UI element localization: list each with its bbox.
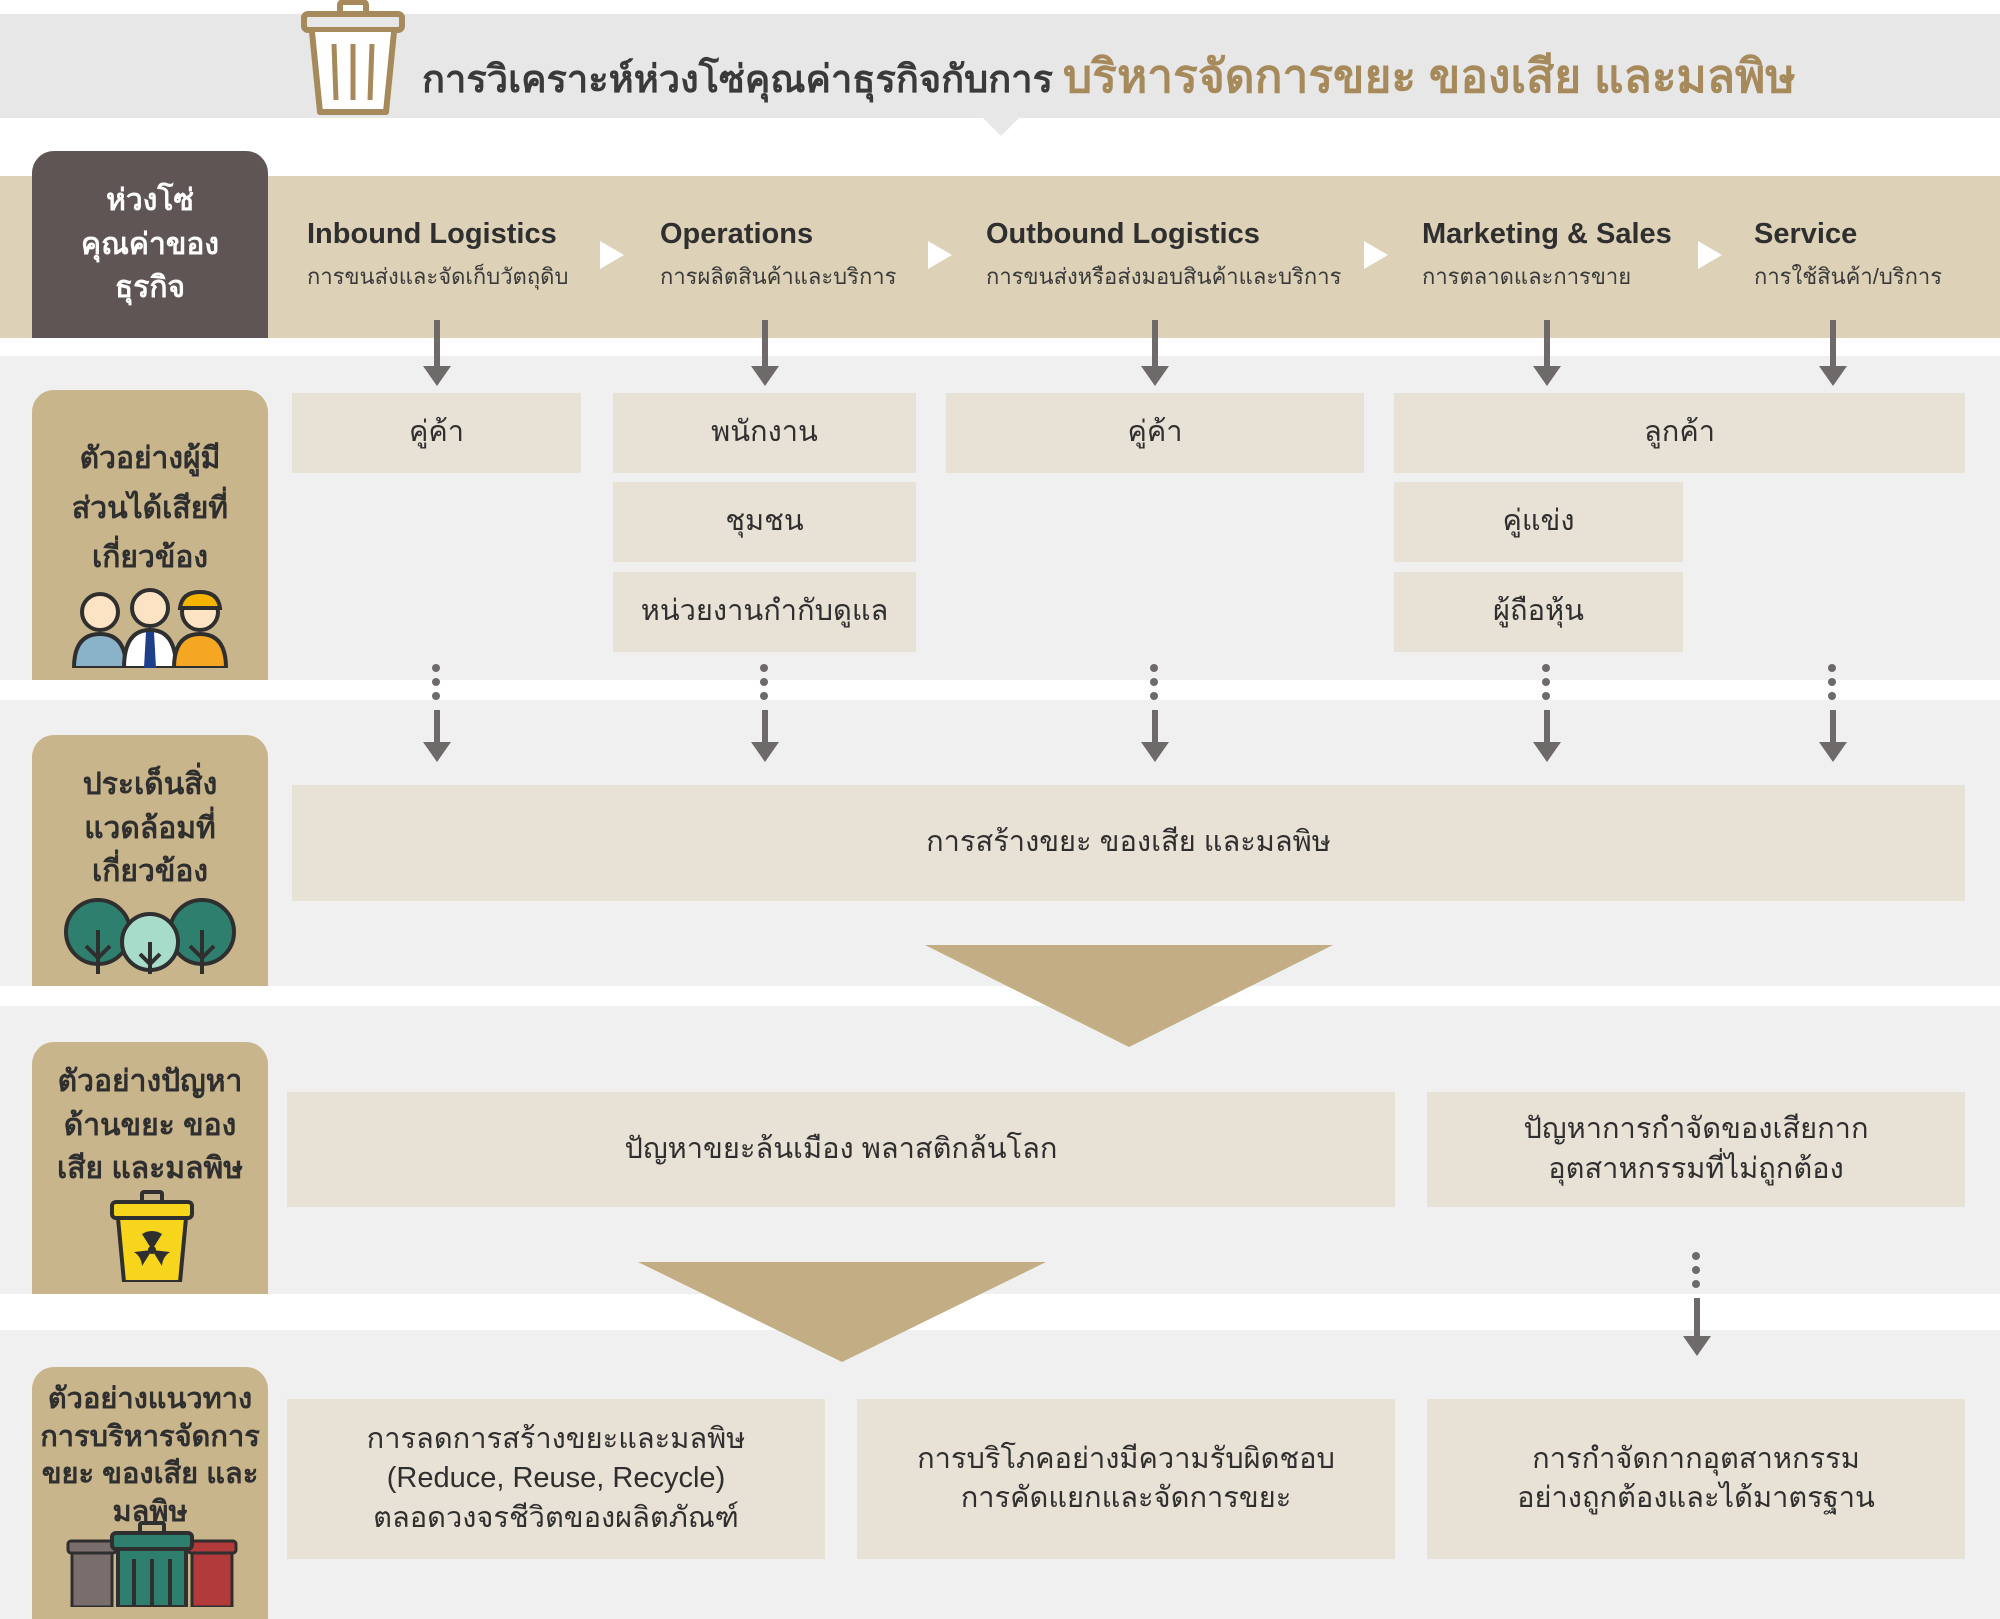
problem-urban-waste: ปัญหาขยะล้นเมือง พลาสติกล้นโลก [287, 1092, 1395, 1207]
stakeholder-operations-3: หน่วยงานกำกับดูแล [613, 572, 916, 652]
stage-title: Inbound Logistics [307, 218, 557, 250]
stage-title: Marketing & Sales [1422, 218, 1672, 250]
trees-icon [60, 890, 240, 987]
problem-industrial-waste-text: ปัญหาการกำจัดของเสียกากอุตสาหกรรมที่ไม่ถ… [1523, 1113, 1869, 1185]
stakeholder-shareholder: ผู้ถือหุ้น [1394, 572, 1683, 652]
value-chain-band [0, 176, 2000, 338]
down-arrow-icon [1819, 710, 1847, 762]
dotted-connector [432, 664, 440, 706]
chevron-right-icon [600, 241, 624, 269]
approach-responsible-consumption: การบริโภคอย่างมีความรับผิดชอบ การคัดแยกแ… [857, 1399, 1395, 1559]
approaches-label-box: ตัวอย่างแนวทางการบริหารจัดการขยะ ของเสีย… [32, 1367, 268, 1619]
funnel-arrow [925, 945, 1333, 1047]
stage-title: Outbound Logistics [986, 218, 1260, 250]
down-arrow-icon [1533, 710, 1561, 762]
stage-subtitle: การขนส่งหรือส่งมอบสินค้าและบริการ [986, 264, 1342, 289]
problem-industrial-waste: ปัญหาการกำจัดของเสียกากอุตสาหกรรมที่ไม่ถ… [1427, 1092, 1965, 1207]
approach-industrial-disposal-text: การกำจัดกากอุตสาหกรรมอย่างถูกต้องและได้ม… [1517, 1442, 1875, 1514]
down-arrow-icon [1141, 320, 1169, 386]
value-chain-label-box: ห่วงโซ่คุณค่าของธุรกิจ [32, 151, 268, 338]
stakeholder-outbound: คู่ค้า [946, 393, 1364, 473]
stage-subtitle: การผลิตสินค้าและบริการ [660, 264, 897, 289]
approaches-label: ตัวอย่างแนวทางการบริหารจัดการขยะ ของเสีย… [40, 1383, 260, 1529]
environmental-issue: การสร้างขยะ ของเสีย และมลพิษ [292, 785, 1965, 901]
title-accent: บริหารจัดการขยะ ของเสีย และมลพิษ [1063, 50, 1796, 102]
issues-label-box: ประเด็นสิ่งแวดล้อมที่เกี่ยวข้อง [32, 735, 268, 986]
trash-can-icon [300, 0, 406, 125]
approach-industrial-disposal: การกำจัดกากอุตสาหกรรมอย่างถูกต้องและได้ม… [1427, 1399, 1965, 1559]
stage-inbound-logistics: Inbound Logistics การขนส่งและจัดเก็บวัตถ… [307, 218, 568, 294]
stakeholder-competitor: คู่แข่ง [1394, 482, 1683, 562]
chevron-right-icon [1364, 241, 1388, 269]
hazard-bin-icon [108, 1189, 196, 1295]
approach-reduce-text: การลดการสร้างขยะและมลพิษ (Reduce, Reuse,… [366, 1423, 746, 1534]
issues-label: ประเด็นสิ่งแวดล้อมที่เกี่ยวข้อง [82, 768, 218, 888]
problems-label: ตัวอย่างปัญหาด้านขยะ ของเสีย และมลพิษ [56, 1065, 244, 1185]
problems-label-box: ตัวอย่างปัญหาด้านขยะ ของเสีย และมลพิษ [32, 1042, 268, 1294]
stage-title: Operations [660, 218, 814, 250]
page-title: การวิเคราะห์ห่วงโซ่คุณค่าธุรกิจกับการบริ… [422, 40, 1796, 113]
stage-title: Service [1754, 218, 1858, 250]
stage-subtitle: การตลาดและการขาย [1422, 264, 1632, 289]
down-arrow-icon [751, 320, 779, 386]
funnel-arrow [638, 1262, 1046, 1362]
down-arrow-icon [1533, 320, 1561, 386]
stage-operations: Operations การผลิตสินค้าและบริการ [660, 218, 896, 294]
down-arrow-icon [1683, 1298, 1711, 1356]
down-arrow-icon [1141, 710, 1169, 762]
approach-reduce: การลดการสร้างขยะและมลพิษ (Reduce, Reuse,… [287, 1399, 825, 1559]
dotted-connector [760, 664, 768, 706]
recycle-bins-icon [62, 1520, 242, 1619]
stage-outbound-logistics: Outbound Logistics การขนส่งหรือส่งมอบสิน… [986, 218, 1341, 294]
stakeholder-operations-2: ชุมชน [613, 482, 916, 562]
chevron-right-icon [928, 241, 952, 269]
dotted-connector [1542, 664, 1550, 706]
stakeholders-label: ตัวอย่างผู้มีส่วนได้เสียที่เกี่ยวข้อง [71, 442, 229, 574]
down-arrow-icon [423, 320, 451, 386]
stage-service: Service การใช้สินค้า/บริการ [1754, 218, 1942, 294]
value-chain-label: ห่วงโซ่คุณค่าของธุรกิจ [81, 184, 219, 305]
stakeholder-inbound: คู่ค้า [292, 393, 581, 473]
people-icon [70, 586, 230, 681]
dotted-connector [1150, 664, 1158, 706]
stakeholder-customer: ลูกค้า [1394, 393, 1965, 473]
dotted-connector [1828, 664, 1836, 706]
title-prefix: การวิเคราะห์ห่วงโซ่คุณค่าธุรกิจกับการ [422, 59, 1054, 101]
dotted-connector [1692, 1252, 1700, 1294]
down-arrow-icon [423, 710, 451, 762]
down-arrow-icon [751, 710, 779, 762]
stakeholder-operations-1: พนักงาน [613, 393, 916, 473]
stage-subtitle: การใช้สินค้า/บริการ [1754, 264, 1943, 289]
stakeholders-label-box: ตัวอย่างผู้มีส่วนได้เสียที่เกี่ยวข้อง [32, 390, 268, 680]
header-pointer [981, 116, 1021, 136]
stage-marketing-sales: Marketing & Sales การตลาดและการขาย [1422, 218, 1672, 294]
chevron-right-icon [1698, 241, 1722, 269]
down-arrow-icon [1819, 320, 1847, 386]
stage-subtitle: การขนส่งและจัดเก็บวัตถุดิบ [307, 264, 569, 289]
approach-responsible-consumption-text: การบริโภคอย่างมีความรับผิดชอบ การคัดแยกแ… [917, 1442, 1335, 1514]
